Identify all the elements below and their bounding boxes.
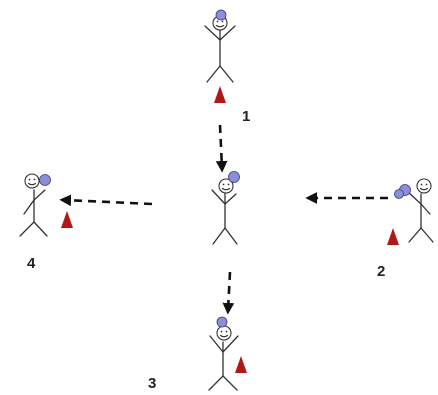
player-2-figure-icon: [407, 178, 434, 243]
player-3-figure-icon: [208, 325, 239, 391]
player-4-number: 4: [27, 255, 36, 272]
player-2-number: 2: [377, 263, 385, 280]
center-player-figure-icon: [211, 178, 238, 245]
player-1-figure-icon: [204, 15, 236, 83]
arrow-center-to-3: [222, 271, 235, 315]
player-4-cone-icon: [61, 211, 73, 228]
player-2-ball-icon-2: [394, 189, 404, 199]
player-1-ball-icon: [215, 9, 227, 21]
player-3-ball-icon: [216, 316, 228, 328]
arrow-center-to-4: [59, 194, 153, 207]
player-3-number: 3: [148, 375, 156, 392]
player-1-cone-icon: [214, 86, 226, 103]
center-player-ball-icon: [228, 171, 240, 183]
player-1-number: 1: [242, 108, 250, 125]
player-2-cone-icon: [387, 228, 399, 245]
player-4-figure-icon: [19, 173, 48, 237]
player-4-ball-icon: [39, 174, 51, 186]
arrow-1-to-center: [215, 124, 228, 173]
player-3-cone-icon: [235, 356, 247, 373]
